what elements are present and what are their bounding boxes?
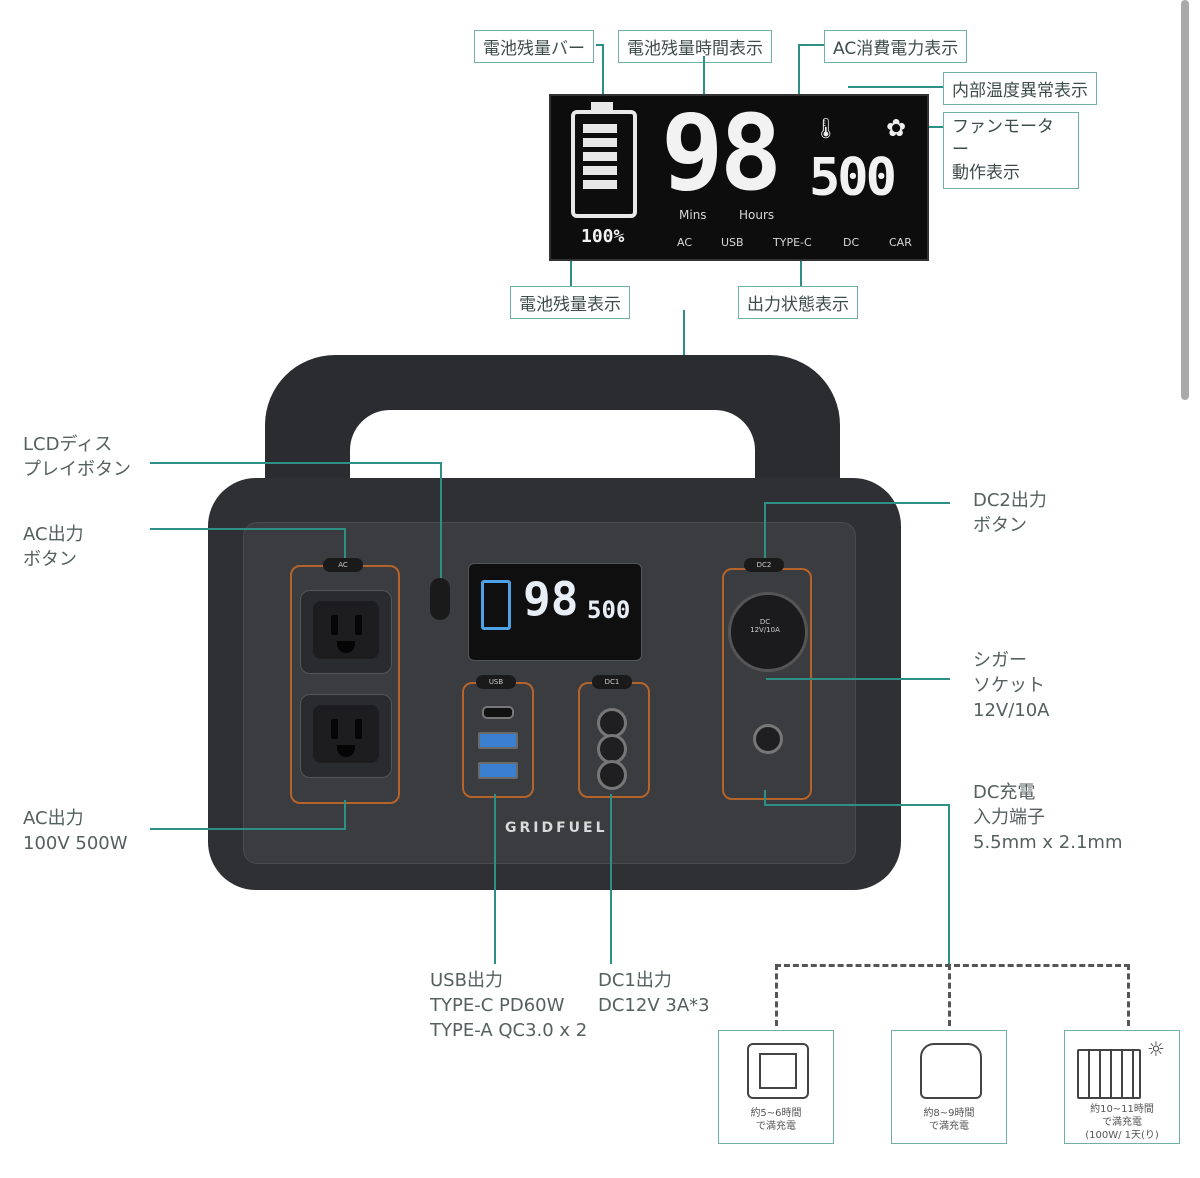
connector-line bbox=[570, 257, 572, 286]
lcd-ind-typec: TYPE-C bbox=[773, 236, 812, 249]
charge-card-text-2: で満充電 bbox=[756, 1121, 796, 1132]
cigar-socket-text: DC 12V/10A bbox=[750, 618, 780, 634]
label-ac-button: AC出力 ボタン bbox=[23, 524, 84, 570]
connector-line bbox=[848, 86, 943, 88]
connector-line bbox=[764, 790, 766, 806]
dashed-line bbox=[775, 964, 778, 1026]
dc1-port-1 bbox=[597, 708, 627, 738]
connector-line bbox=[596, 44, 604, 46]
dc-input-port bbox=[753, 724, 783, 754]
thermometer-icon: 🌡 bbox=[813, 116, 839, 140]
solar-panel-icon bbox=[1077, 1049, 1141, 1099]
label-usb-output: USB出力 TYPE-C PD60W TYPE-A QC3.0 x 2 bbox=[430, 970, 588, 1041]
wall-outlet-icon bbox=[747, 1043, 809, 1099]
charge-card-ac: 約5~6時間 で満充電 bbox=[718, 1030, 834, 1144]
car-icon bbox=[920, 1043, 982, 1099]
connector-line bbox=[764, 804, 950, 806]
ac-button[interactable]: AC bbox=[323, 558, 363, 572]
brand-logo: GRIDFUEL bbox=[505, 820, 608, 836]
connector-line bbox=[344, 528, 346, 558]
charge-card-text-2: で満充電 (100W/ 1天(り) bbox=[1085, 1117, 1159, 1141]
lcd-ind-car: CAR bbox=[889, 236, 912, 249]
charge-card-text-2: で満充電 bbox=[929, 1121, 969, 1132]
sun-icon: ☼ bbox=[1147, 1037, 1165, 1061]
connector-line bbox=[798, 44, 800, 94]
connector-line bbox=[602, 44, 604, 94]
lcd-mins-label: Mins bbox=[679, 208, 707, 222]
dashed-line bbox=[948, 964, 951, 1026]
charge-card-car: 約8~9時間 で満充電 bbox=[891, 1030, 1007, 1144]
battery-icon-small bbox=[481, 580, 511, 630]
charge-card-solar: ☼ 約10~11時間 で満充電 (100W/ 1天(り) bbox=[1064, 1030, 1180, 1144]
label-dc2-button: DC2出力 ボタン bbox=[973, 490, 1047, 536]
device-lcd-watts: 500 bbox=[587, 596, 631, 624]
label-cigar-socket: シガー ソケット 12V/10A bbox=[973, 650, 1050, 721]
typec-port bbox=[482, 706, 514, 719]
usb-button[interactable]: USB bbox=[476, 675, 516, 689]
charge-card-text-1: 約10~11時間 bbox=[1090, 1104, 1154, 1115]
dc1-port-3 bbox=[597, 760, 627, 790]
usb-a-port-2 bbox=[478, 762, 518, 779]
label-battery-bar: 電池残量バー bbox=[474, 30, 594, 63]
connector-line bbox=[440, 462, 442, 578]
lcd-hours-label: Hours bbox=[739, 208, 775, 222]
label-ac-power: AC消費電力表示 bbox=[824, 30, 968, 63]
connector-line bbox=[764, 502, 950, 504]
device-lcd: 98 500 bbox=[468, 563, 642, 661]
connector-line bbox=[610, 794, 612, 964]
connector-line bbox=[150, 528, 346, 530]
connector-line bbox=[150, 828, 346, 830]
connector-line bbox=[703, 56, 705, 94]
charge-card-text-1: 約8~9時間 bbox=[923, 1108, 975, 1119]
connector-line bbox=[798, 44, 824, 46]
lcd-display-closeup: 98 Mins Hours 🌡 ✿ 500 100% AC USB TYPE-C… bbox=[549, 94, 929, 261]
label-temp-alarm: 内部温度異常表示 bbox=[943, 72, 1097, 105]
label-ac-output: AC出力 100V 500W bbox=[23, 808, 128, 854]
scrollbar[interactable] bbox=[1181, 0, 1189, 400]
label-battery-time: 電池残量時間表示 bbox=[618, 30, 772, 63]
lcd-watts-digits: 500 bbox=[809, 148, 897, 208]
ac-outlet-2 bbox=[300, 694, 392, 778]
lcd-hours-digits: 98 bbox=[661, 92, 782, 214]
connector-line bbox=[764, 502, 766, 558]
connector-line bbox=[800, 257, 802, 286]
cigar-socket bbox=[728, 592, 808, 672]
connector-line bbox=[494, 794, 496, 964]
connector-line bbox=[766, 678, 950, 680]
lcd-button[interactable] bbox=[430, 578, 450, 620]
label-lcd-button: LCDディス プレイボタン bbox=[23, 434, 131, 480]
charge-card-text-1: 約5~6時間 bbox=[750, 1108, 802, 1119]
fan-icon: ✿ bbox=[886, 114, 907, 142]
label-dc-charge: DC充電 入力端子 5.5mm x 2.1mm bbox=[973, 782, 1123, 853]
lcd-ind-ac: AC bbox=[677, 236, 693, 249]
connector-line bbox=[344, 800, 346, 830]
lcd-ind-usb: USB bbox=[721, 236, 744, 249]
ac-outlet-1 bbox=[300, 590, 392, 674]
connector-line bbox=[948, 804, 950, 964]
label-fan-motor: ファンモーター 動作表示 bbox=[943, 112, 1079, 189]
label-dc1-output: DC1出力 DC12V 3A*3 bbox=[598, 970, 710, 1016]
connector-line bbox=[150, 462, 442, 464]
lcd-percent: 100% bbox=[581, 226, 625, 247]
dc2-button[interactable]: DC2 bbox=[744, 558, 784, 572]
dashed-line bbox=[1127, 964, 1130, 1026]
label-battery-level: 電池残量表示 bbox=[510, 286, 630, 319]
dc1-button[interactable]: DC1 bbox=[592, 675, 632, 689]
device-lcd-digits: 98 bbox=[523, 572, 579, 626]
label-output-state: 出力状態表示 bbox=[738, 286, 858, 319]
usb-a-port-1 bbox=[478, 732, 518, 749]
lcd-ind-dc: DC bbox=[843, 236, 860, 249]
dashed-line bbox=[775, 964, 1130, 967]
battery-icon bbox=[571, 102, 637, 218]
